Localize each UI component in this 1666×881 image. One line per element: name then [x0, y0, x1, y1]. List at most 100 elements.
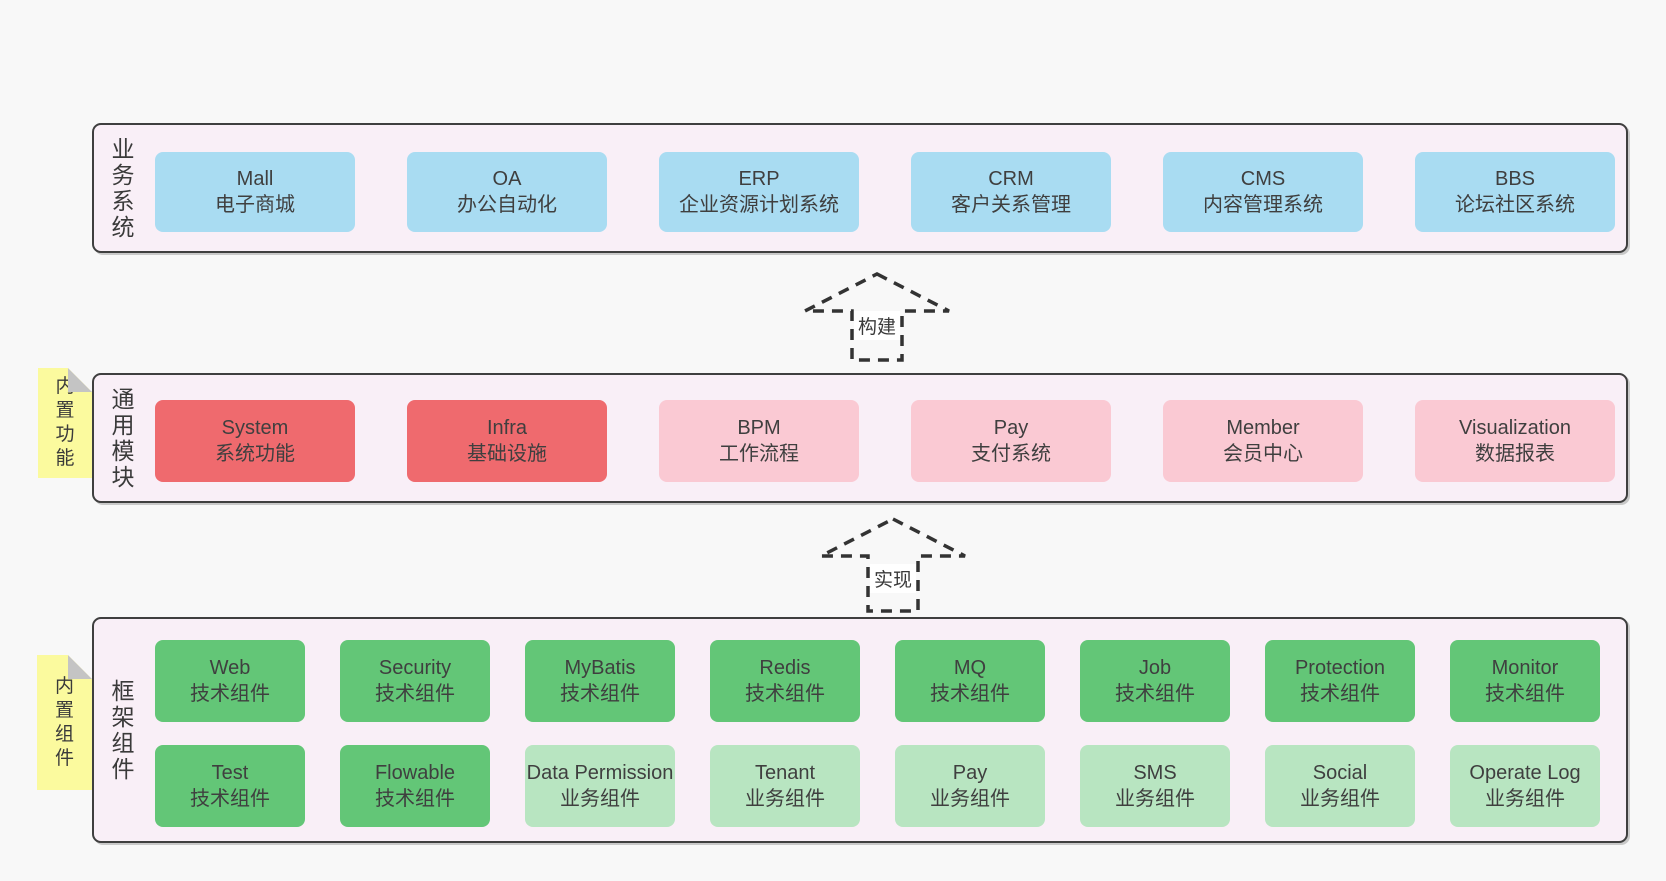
system-box: System 系统功能: [155, 400, 355, 482]
box-title: MyBatis: [564, 657, 636, 679]
box-subtitle: 内容管理系统: [1203, 194, 1323, 216]
folded-corner-icon: [68, 655, 92, 679]
box-title: BPM: [737, 417, 781, 439]
operate-log-box: Operate Log 业务组件: [1450, 745, 1600, 827]
modules-sticky-note: 内置功能: [38, 368, 92, 478]
box-title: Security: [378, 657, 452, 679]
tenant-box: Tenant 业务组件: [710, 745, 860, 827]
build-arrow-label: 构建: [853, 311, 901, 340]
box-title: Test: [211, 762, 249, 784]
box-title: Member: [1226, 417, 1300, 439]
pay-module-box: Pay 支付系统: [911, 400, 1111, 482]
oa-box: OA 办公自动化: [407, 152, 607, 232]
flowable-box: Flowable 技术组件: [340, 745, 490, 827]
components-row-1: Web 技术组件 Security 技术组件 MyBatis 技术组件 Redi…: [155, 640, 1600, 722]
framework-components-panel: 框架组件 Web 技术组件 Security 技术组件 MyBatis 技术组件…: [92, 617, 1628, 843]
box-subtitle: 技术组件: [190, 683, 270, 705]
box-title: Web: [209, 657, 251, 679]
box-subtitle: 数据报表: [1475, 443, 1555, 465]
box-subtitle: 技术组件: [375, 683, 455, 705]
box-title: CMS: [1240, 168, 1286, 190]
box-subtitle: 论坛社区系统: [1455, 194, 1575, 216]
box-subtitle: 技术组件: [190, 788, 270, 810]
components-side-label-text: 框架组件: [111, 678, 135, 782]
box-title: MQ: [953, 657, 987, 679]
web-box: Web 技术组件: [155, 640, 305, 722]
box-title: Monitor: [1491, 657, 1559, 679]
pay-component-box: Pay 业务组件: [895, 745, 1045, 827]
member-box: Member 会员中心: [1163, 400, 1363, 482]
box-title: ERP: [738, 168, 780, 190]
box-subtitle: 业务组件: [560, 788, 640, 810]
box-subtitle: 业务组件: [930, 788, 1010, 810]
box-subtitle: 基础设施: [467, 443, 547, 465]
box-title: Flowable: [374, 762, 456, 784]
cms-box: CMS 内容管理系统: [1163, 152, 1363, 232]
box-title: Pay: [993, 417, 1029, 439]
business-row: Mall 电子商城 OA 办公自动化 ERP 企业资源计划系统 CRM 客户关系…: [155, 152, 1615, 232]
components-sticky-note-text: 内置组件: [54, 675, 74, 769]
box-subtitle: 技术组件: [1485, 683, 1565, 705]
box-subtitle: 客户关系管理: [951, 194, 1071, 216]
modules-side-label-text: 通用模块: [111, 386, 135, 490]
box-subtitle: 业务组件: [745, 788, 825, 810]
box-title: Visualization: [1459, 417, 1571, 439]
implement-arrow-icon: 实现: [818, 516, 968, 614]
box-subtitle: 技术组件: [1115, 683, 1195, 705]
erp-box: ERP 企业资源计划系统: [659, 152, 859, 232]
box-title: Social: [1312, 762, 1368, 784]
box-subtitle: 企业资源计划系统: [679, 194, 839, 216]
box-title: OA: [492, 168, 522, 190]
bpm-box: BPM 工作流程: [659, 400, 859, 482]
box-subtitle: 电子商城: [215, 194, 295, 216]
box-title: System: [221, 417, 289, 439]
mq-box: MQ 技术组件: [895, 640, 1045, 722]
common-modules-panel: 通用模块 System 系统功能 Infra 基础设施 BPM 工作流程 Pay…: [92, 373, 1628, 503]
test-box: Test 技术组件: [155, 745, 305, 827]
box-subtitle: 支付系统: [971, 443, 1051, 465]
folded-corner-icon: [68, 368, 92, 392]
box-subtitle: 业务组件: [1300, 788, 1380, 810]
monitor-box: Monitor 技术组件: [1450, 640, 1600, 722]
protection-box: Protection 技术组件: [1265, 640, 1415, 722]
bbs-box: BBS 论坛社区系统: [1415, 152, 1615, 232]
social-box: Social 业务组件: [1265, 745, 1415, 827]
business-systems-panel: 业务系统 Mall 电子商城 OA 办公自动化 ERP 企业资源计划系统 CRM…: [92, 123, 1628, 253]
box-title: Protection: [1294, 657, 1386, 679]
box-title: Job: [1138, 657, 1172, 679]
modules-side-label: 通用模块: [107, 375, 139, 501]
build-arrow-icon: 构建: [802, 271, 952, 363]
box-title: Pay: [952, 762, 988, 784]
box-subtitle: 技术组件: [745, 683, 825, 705]
box-title: Redis: [759, 657, 811, 679]
business-side-label: 业务系统: [107, 125, 139, 251]
mall-box: Mall 电子商城: [155, 152, 355, 232]
box-title: Data Permission: [526, 762, 674, 784]
business-side-label-text: 业务系统: [111, 136, 135, 240]
modules-row: System 系统功能 Infra 基础设施 BPM 工作流程 Pay 支付系统…: [155, 400, 1615, 482]
redis-box: Redis 技术组件: [710, 640, 860, 722]
crm-box: CRM 客户关系管理: [911, 152, 1111, 232]
mybatis-box: MyBatis 技术组件: [525, 640, 675, 722]
data-permission-box: Data Permission 业务组件: [525, 745, 675, 827]
components-sticky-note: 内置组件: [37, 655, 92, 790]
visualization-box: Visualization 数据报表: [1415, 400, 1615, 482]
box-subtitle: 技术组件: [930, 683, 1010, 705]
box-title: Infra: [486, 417, 528, 439]
security-box: Security 技术组件: [340, 640, 490, 722]
box-subtitle: 系统功能: [215, 443, 295, 465]
box-title: SMS: [1133, 762, 1177, 784]
box-title: Tenant: [754, 762, 816, 784]
implement-arrow-label: 实现: [869, 564, 917, 593]
components-row-2: Test 技术组件 Flowable 技术组件 Data Permission …: [155, 745, 1600, 827]
box-subtitle: 办公自动化: [457, 194, 557, 216]
box-subtitle: 技术组件: [1300, 683, 1380, 705]
modules-sticky-note-text: 内置功能: [55, 376, 75, 469]
box-subtitle: 业务组件: [1485, 788, 1565, 810]
box-subtitle: 业务组件: [1115, 788, 1195, 810]
box-title: Operate Log: [1469, 762, 1581, 784]
box-subtitle: 会员中心: [1223, 443, 1303, 465]
box-subtitle: 工作流程: [719, 443, 799, 465]
box-title: BBS: [1494, 168, 1536, 190]
